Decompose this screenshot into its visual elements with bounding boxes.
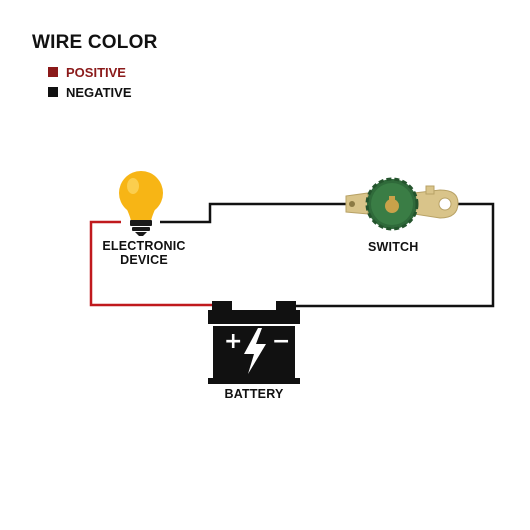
negative-wire-right bbox=[285, 202, 495, 308]
positive-wire bbox=[89, 220, 220, 307]
negative-wire-top bbox=[160, 202, 350, 224]
negative-swatch bbox=[48, 87, 58, 97]
battery-plus-sign: + bbox=[224, 329, 242, 354]
lightning-bolt-icon bbox=[244, 328, 266, 374]
legend-label-negative: NEGATIVE bbox=[66, 84, 132, 100]
car-battery-icon: + − bbox=[208, 301, 300, 384]
device-label-line1: ELECTRONIC bbox=[102, 239, 186, 253]
wire-color-legend: WIRE COLOR POSITIVE NEGATIVE bbox=[32, 32, 158, 102]
switch-label: SWITCH bbox=[368, 240, 419, 254]
positive-swatch bbox=[48, 67, 58, 77]
battery-disconnect-switch-icon bbox=[345, 177, 459, 231]
legend-item-positive: POSITIVE bbox=[32, 62, 158, 82]
legend-label-positive: POSITIVE bbox=[66, 64, 126, 80]
device-label-line2: DEVICE bbox=[120, 253, 168, 267]
legend-item-negative: NEGATIVE bbox=[32, 82, 158, 102]
legend-title: WIRE COLOR bbox=[32, 32, 158, 53]
battery-label: BATTERY bbox=[224, 387, 284, 401]
battery-minus-sign: − bbox=[272, 329, 290, 354]
device-label: ELECTRONIC DEVICE bbox=[96, 239, 192, 267]
light-bulb-icon bbox=[119, 171, 163, 236]
